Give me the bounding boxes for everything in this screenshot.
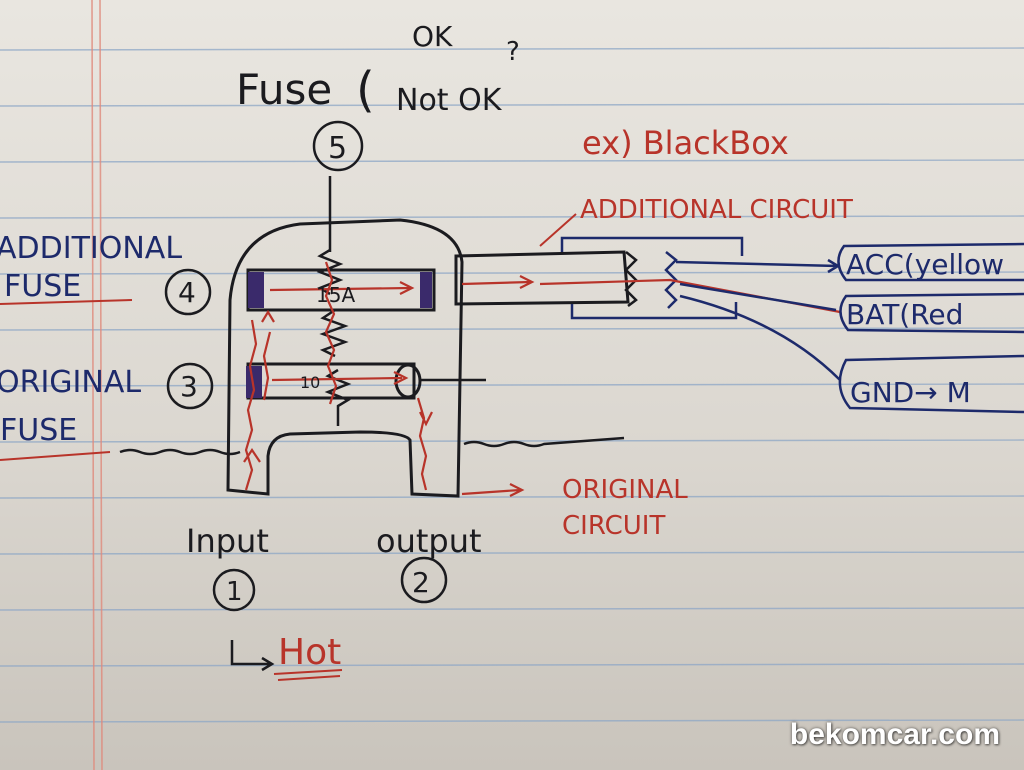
circle-3: [166, 362, 214, 410]
label-additional-fuse-1: ADDITIONAL: [0, 231, 182, 266]
wire-acc: [675, 258, 841, 274]
additional-circuit-pointer: [539, 213, 577, 247]
original-fuse-underline: [0, 451, 111, 461]
label-ok: OK: [412, 20, 453, 53]
label-question: ?: [506, 37, 520, 67]
label-original-fuse-1: ORIGINAL: [0, 365, 141, 400]
circle-2: [400, 556, 448, 604]
label-num-2: 2: [412, 566, 430, 599]
label-fuse: Fuse: [236, 65, 332, 114]
label-input: Input: [186, 522, 269, 560]
gnd-bracket: [838, 354, 1024, 414]
label-amp-upper: 15A: [316, 283, 355, 307]
additional-fuse-underline: [0, 299, 133, 305]
bat-bracket: [839, 292, 1024, 334]
additional-current-flow: [461, 275, 841, 314]
label-not-ok: Not OK: [396, 83, 503, 118]
circle-1: [212, 568, 256, 612]
additional-circuit-tab-top: [560, 236, 744, 256]
label-gnd: GND→ M: [850, 376, 971, 409]
label-hot: Hot: [278, 632, 341, 673]
label-amp-lower: 10: [300, 373, 320, 392]
label-num-5: 5: [328, 131, 347, 166]
label-fuse-paren: (: [356, 62, 375, 118]
label-original-circuit-2: CIRCUIT: [562, 511, 665, 541]
label-original-circuit-1: ORIGINAL: [562, 475, 688, 505]
label-output: output: [376, 522, 482, 560]
wire-gnd: [679, 294, 841, 381]
label-bat: BAT(Red: [846, 298, 963, 331]
label-additional-circuit: ADDITIONAL CIRCUIT: [580, 195, 853, 225]
label-acc: ACC(yellow: [846, 248, 1004, 281]
wire-bat: [679, 282, 837, 312]
label-blackbox: ex) BlackBox: [582, 124, 789, 162]
original-fuse-left-contact: [246, 366, 262, 398]
label-additional-fuse-2: FUSE: [4, 269, 81, 304]
label-num-3: 3: [180, 370, 198, 403]
additional-fuse-right-contact: [420, 272, 432, 308]
acc-bracket: [837, 242, 1024, 282]
connector-zigzag-right: [664, 251, 678, 309]
current-flow-internal: [243, 261, 433, 491]
additional-circuit-tab-bottom: [570, 302, 738, 320]
label-original-fuse-2: FUSE: [0, 413, 77, 448]
hot-arrow: [230, 640, 275, 672]
label-num-4: 4: [178, 276, 196, 309]
hot-underline: [273, 669, 343, 681]
wire-right-squiggle: [463, 436, 625, 448]
label-num-1: 1: [226, 577, 243, 607]
circle-5: [312, 120, 364, 172]
additional-fuse-left-contact: [248, 272, 264, 308]
circle-4: [164, 268, 212, 316]
watermark: bekomcar.com: [789, 718, 1000, 751]
fuse-filament: [316, 248, 352, 426]
wire-original-circuit: [461, 483, 525, 497]
wire-left-squiggle: [119, 448, 241, 456]
fuse-body-outline: [226, 218, 464, 498]
additional-circuit-plug: [454, 250, 630, 306]
